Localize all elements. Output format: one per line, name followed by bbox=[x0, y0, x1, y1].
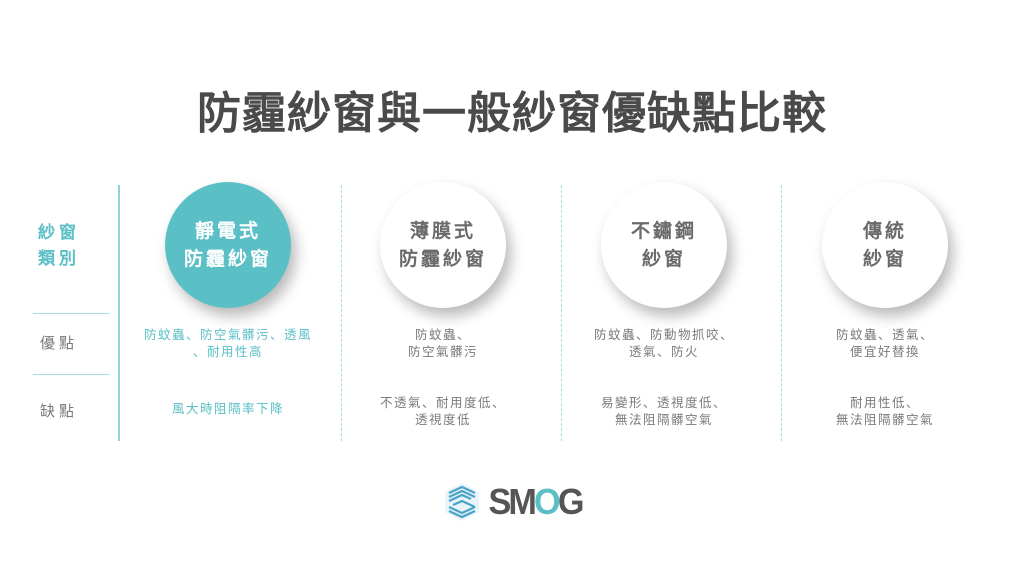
cons-line: 不透氣、耐用度低、 bbox=[379, 395, 506, 410]
cons-line: 無法阻隔髒空氣 bbox=[614, 412, 713, 427]
category-name-line-1: 薄膜式 bbox=[409, 220, 476, 242]
logo-text-g: G bbox=[557, 481, 585, 522]
stacked-cube-logo-icon bbox=[445, 483, 479, 521]
logo-text-sm: SM bbox=[488, 481, 536, 522]
pros-line: 防蚊蟲、防空氣髒污、透風 bbox=[143, 327, 312, 342]
category-header-line-2: 類別 bbox=[38, 249, 80, 269]
column-traditional-screen: 傳統 紗窗 防蚊蟲、透氣、 便宜好替換 耐用性低、 無法阻隔髒空氣 bbox=[775, 180, 995, 442]
row-divider-top bbox=[33, 313, 109, 314]
category-circle: 不鏽鋼 紗窗 bbox=[601, 182, 727, 308]
category-circle: 薄膜式 防霾紗窗 bbox=[380, 182, 506, 308]
column-divider bbox=[781, 185, 782, 441]
cons-text: 風大時阻隔率下降 bbox=[118, 400, 338, 417]
pros-line: 防蚊蟲、透氣、 bbox=[835, 327, 934, 342]
row-header-column: 紗窗 類別 優點 缺點 bbox=[0, 180, 118, 442]
category-name-line-1: 靜電式 bbox=[194, 220, 261, 242]
cons-line: 透視度低 bbox=[414, 412, 471, 427]
page-title: 防霾紗窗與一般紗窗優缺點比較 bbox=[197, 88, 827, 139]
smog-logo: SMOG bbox=[440, 480, 590, 524]
cons-text: 易變形、透視度低、 無法阻隔髒空氣 bbox=[554, 394, 774, 428]
column-electrostatic-screen: 靜電式 防霾紗窗 防蚊蟲、防空氣髒污、透風 、耐用性高 風大時阻隔率下降 bbox=[118, 180, 338, 442]
category-circle: 傳統 紗窗 bbox=[822, 182, 948, 308]
pros-text: 防蚊蟲、透氣、 便宜好替換 bbox=[775, 326, 995, 360]
cons-header: 缺點 bbox=[39, 402, 78, 420]
category-name-line-2: 防霾紗窗 bbox=[183, 248, 272, 270]
pros-text: 防蚊蟲、防空氣髒污、透風 、耐用性高 bbox=[118, 326, 338, 360]
pros-line: 便宜好替換 bbox=[849, 344, 920, 359]
cons-text: 不透氣、耐用度低、 透視度低 bbox=[333, 394, 553, 428]
cons-text: 耐用性低、 無法阻隔髒空氣 bbox=[775, 394, 995, 428]
pros-line: 防蚊蟲、 bbox=[414, 327, 471, 342]
pros-line: 防空氣髒污 bbox=[407, 344, 478, 359]
category-name-line-2: 紗窗 bbox=[641, 248, 686, 270]
cons-line: 易變形、透視度低、 bbox=[600, 395, 727, 410]
cons-line: 耐用性低、 bbox=[849, 395, 920, 410]
category-name-line-1: 不鏽鋼 bbox=[630, 220, 697, 242]
column-divider bbox=[561, 185, 562, 441]
row-divider-bottom bbox=[33, 374, 109, 375]
category-header: 紗窗 類別 bbox=[0, 220, 118, 272]
column-divider bbox=[341, 185, 342, 441]
category-name-line-1: 傳統 bbox=[862, 220, 907, 242]
pros-line: 透氣、防火 bbox=[628, 344, 699, 359]
category-circle: 靜電式 防霾紗窗 bbox=[165, 182, 291, 308]
column-stainless-steel-screen: 不鏽鋼 紗窗 防蚊蟲、防動物抓咬、 透氣、防火 易變形、透視度低、 無法阻隔髒空… bbox=[554, 180, 774, 442]
pros-line: 防蚊蟲、防動物抓咬、 bbox=[593, 327, 734, 342]
logo-wordmark: SMOG bbox=[488, 481, 585, 523]
pros-line: 、耐用性高 bbox=[192, 344, 263, 359]
cons-line: 風大時阻隔率下降 bbox=[171, 401, 284, 416]
logo-text-o: O bbox=[534, 481, 561, 522]
header-column-separator bbox=[118, 185, 120, 441]
pros-header: 優點 bbox=[39, 334, 78, 352]
category-header-line-1: 紗窗 bbox=[38, 223, 80, 243]
category-name-line-2: 防霾紗窗 bbox=[398, 248, 487, 270]
cons-line: 無法阻隔髒空氣 bbox=[835, 412, 934, 427]
pros-text: 防蚊蟲、 防空氣髒污 bbox=[333, 326, 553, 360]
pros-text: 防蚊蟲、防動物抓咬、 透氣、防火 bbox=[554, 326, 774, 360]
column-membrane-screen: 薄膜式 防霾紗窗 防蚊蟲、 防空氣髒污 不透氣、耐用度低、 透視度低 bbox=[333, 180, 553, 442]
category-name-line-2: 紗窗 bbox=[862, 248, 907, 270]
